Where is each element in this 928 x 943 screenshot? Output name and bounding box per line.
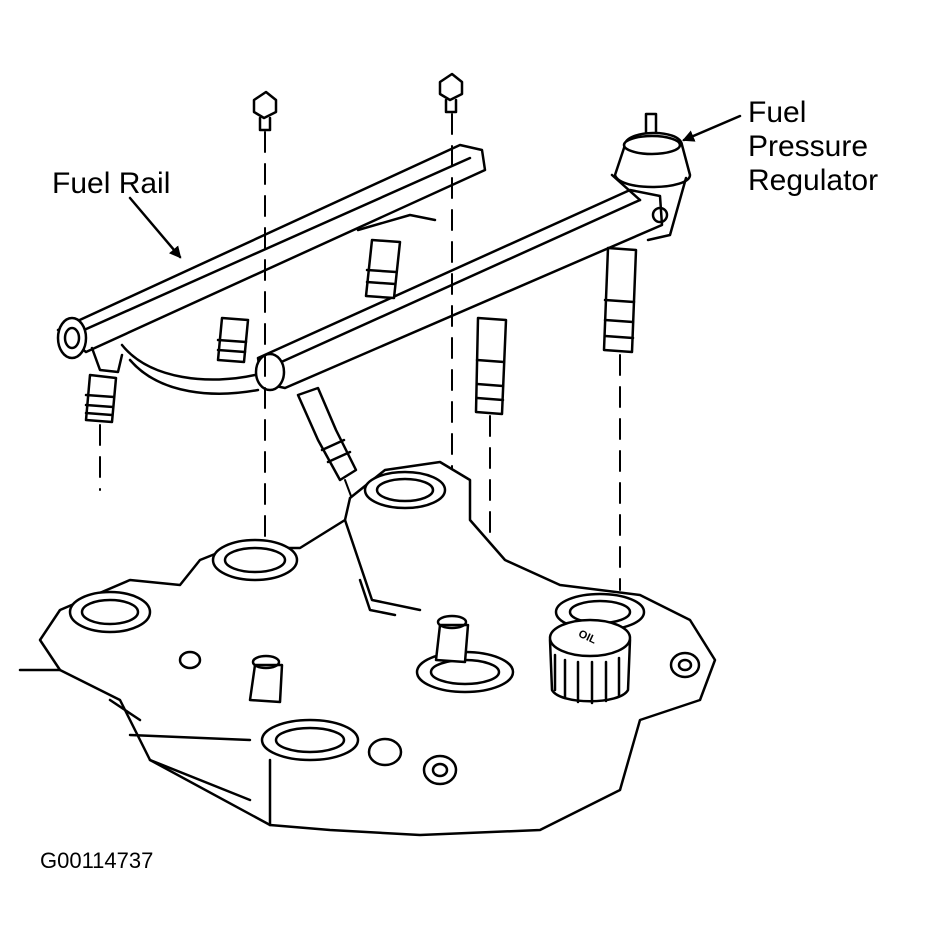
regulator-leader [682, 114, 742, 142]
fuel-rail-front [254, 188, 664, 392]
rail-bolt-left [252, 90, 278, 132]
fuel-rail-label: Fuel Rail [52, 167, 171, 200]
fuel-injector-6 [602, 246, 638, 354]
fuel-injector-2 [216, 316, 250, 364]
rail-bolt-right [438, 72, 464, 114]
figure-id: G00114737 [40, 848, 154, 873]
regulator-label-line1: Fuel [748, 96, 807, 129]
fuel-injector-4 [296, 386, 358, 482]
crossover-tube [120, 343, 260, 395]
fuel-injector-3 [356, 213, 437, 300]
regulator-label-line2: Pressure [748, 130, 869, 163]
fuel-rail-leader [128, 196, 182, 259]
fuel-pressure-regulator [610, 112, 692, 242]
fuel-injector-1 [84, 373, 118, 424]
fuel-injector-5 [474, 316, 508, 416]
regulator-label-line3: Regulator [748, 164, 879, 197]
fuel-rail-rear [56, 143, 487, 374]
intake-manifold [18, 460, 717, 837]
